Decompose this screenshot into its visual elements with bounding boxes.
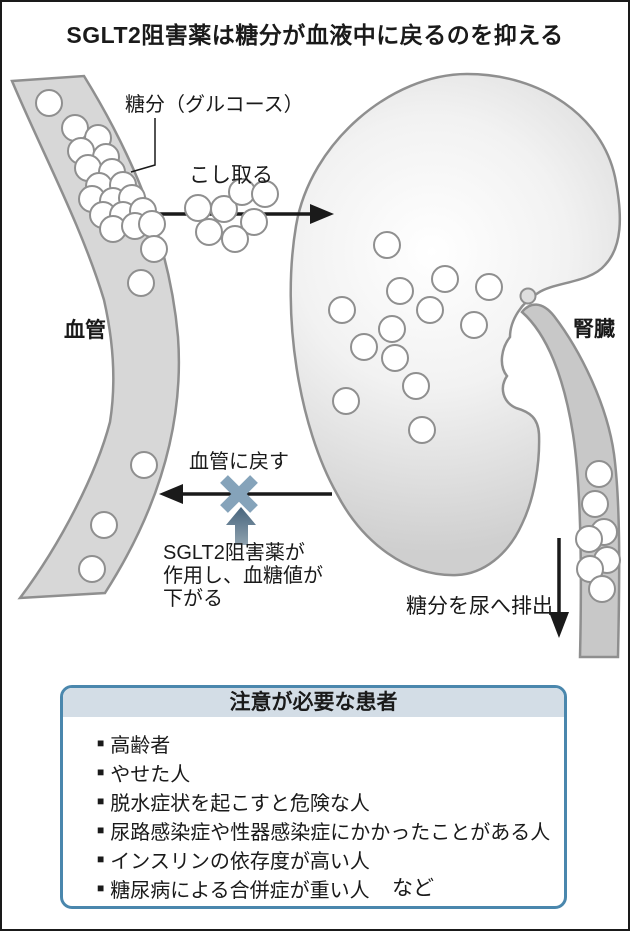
- glucose-circle: [328, 296, 356, 324]
- caution-item-text: 高齢者: [110, 735, 171, 757]
- caution-item: ■ やせた人: [97, 758, 564, 787]
- glucose-circle: [78, 555, 106, 583]
- glucose-circle: [350, 333, 378, 361]
- bullet-square-icon: ■: [97, 852, 105, 866]
- caution-item-text: 尿路感染症や性器感染症にかかったことがある人: [110, 822, 551, 844]
- glucose-circle: [90, 511, 118, 539]
- caution-item-text: 脱水症状を起こすと危険な人: [110, 793, 370, 815]
- up-arrow-icon: [226, 507, 256, 545]
- glucose-circle: [588, 575, 616, 603]
- excrete-label: 糖分を尿へ排出: [406, 595, 553, 618]
- glucose-circle: [184, 194, 212, 222]
- glucose-filtered_stream: [184, 178, 279, 253]
- glucose-circle: [332, 387, 360, 415]
- glucose-circle: [130, 451, 158, 479]
- glucose-circle: [140, 235, 168, 263]
- glucose-circle: [381, 344, 409, 372]
- glucose-circle: [373, 231, 401, 259]
- glucose-circle: [460, 311, 488, 339]
- caution-item-text: インスリンの依存度が高い人: [110, 851, 370, 873]
- bullet-square-icon: ■: [97, 881, 105, 895]
- caution-item: ■ 脱水症状を起こすと危険な人: [97, 787, 564, 816]
- return-label: 血管に戻す: [189, 451, 289, 473]
- glucose-circle: [575, 525, 603, 553]
- bullet-square-icon: ■: [97, 794, 105, 808]
- glucose-circle: [221, 225, 249, 253]
- glucose-circle: [378, 315, 406, 343]
- caution-item-text: やせた人: [110, 764, 191, 786]
- glucose-ureter_stream: [575, 460, 621, 603]
- filter-label: こし取る: [189, 164, 273, 187]
- glucose-circle: [210, 195, 238, 223]
- glucose-circle: [195, 218, 223, 246]
- x-block-icon: [220, 475, 258, 513]
- caution-item: ■ 高齢者: [97, 729, 564, 758]
- caution-list: ■ 高齢者 ■ やせた人 ■ 脱水症状を起こすと危険な人 ■ 尿路感染症や性器感染症にかかった…: [63, 717, 564, 906]
- glucose-circle: [416, 296, 444, 324]
- glucose-circle: [402, 372, 430, 400]
- caution-box: 注意が必要な患者 ■ 高齢者 ■ やせた人 ■ 脱水症状を起こすと危険な人 ■ 尿路感染症や性…: [60, 685, 567, 909]
- bullet-square-icon: ■: [97, 765, 105, 779]
- kidney-label: 腎臓: [573, 318, 615, 341]
- caution-item: ■ 糖尿病による合併症が重い人: [97, 874, 564, 903]
- glucose-circle: [475, 273, 503, 301]
- return-arrow: [159, 484, 332, 504]
- glucose-label: 糖分（グルコース）: [125, 94, 304, 116]
- bullet-square-icon: ■: [97, 736, 105, 750]
- glucose-circle: [581, 490, 609, 518]
- caution-box-header: 注意が必要な患者: [63, 688, 564, 717]
- vessel-label: 血管: [64, 319, 106, 342]
- etc-label: など: [392, 877, 434, 900]
- caution-item: ■ インスリンの依存度が高い人: [97, 845, 564, 874]
- glucose-circle: [585, 460, 613, 488]
- glucose-circle: [251, 180, 279, 208]
- glucose-circle: [431, 265, 459, 293]
- glucose-circle: [127, 269, 155, 297]
- glucose-vessel_upper_cluster: [35, 89, 168, 297]
- glucose-circle: [240, 208, 268, 236]
- excrete-arrow: [549, 538, 569, 638]
- glucose-circle: [35, 89, 63, 117]
- caution-item: ■ 尿路感染症や性器感染症にかかったことがある人: [97, 816, 564, 845]
- kidney-shape: [289, 72, 622, 577]
- glucose-circle: [386, 277, 414, 305]
- glucose-kidney_interior: [328, 231, 503, 444]
- bullet-square-icon: ■: [97, 823, 105, 837]
- hilum-curl: [519, 287, 537, 305]
- drug-effect-note: SGLT2阻害薬が 作用し、血糖値が 下がる: [163, 542, 323, 610]
- diagram-title: SGLT2阻害薬は糖分が血液中に戻るのを抑える: [66, 22, 564, 48]
- caution-item-text: 糖尿病による合併症が重い人: [110, 880, 370, 902]
- glucose-leader-line: [130, 118, 156, 173]
- glucose-circle: [408, 416, 436, 444]
- glucose-vessel_lower: [78, 451, 158, 583]
- glucose-circle: [138, 210, 166, 238]
